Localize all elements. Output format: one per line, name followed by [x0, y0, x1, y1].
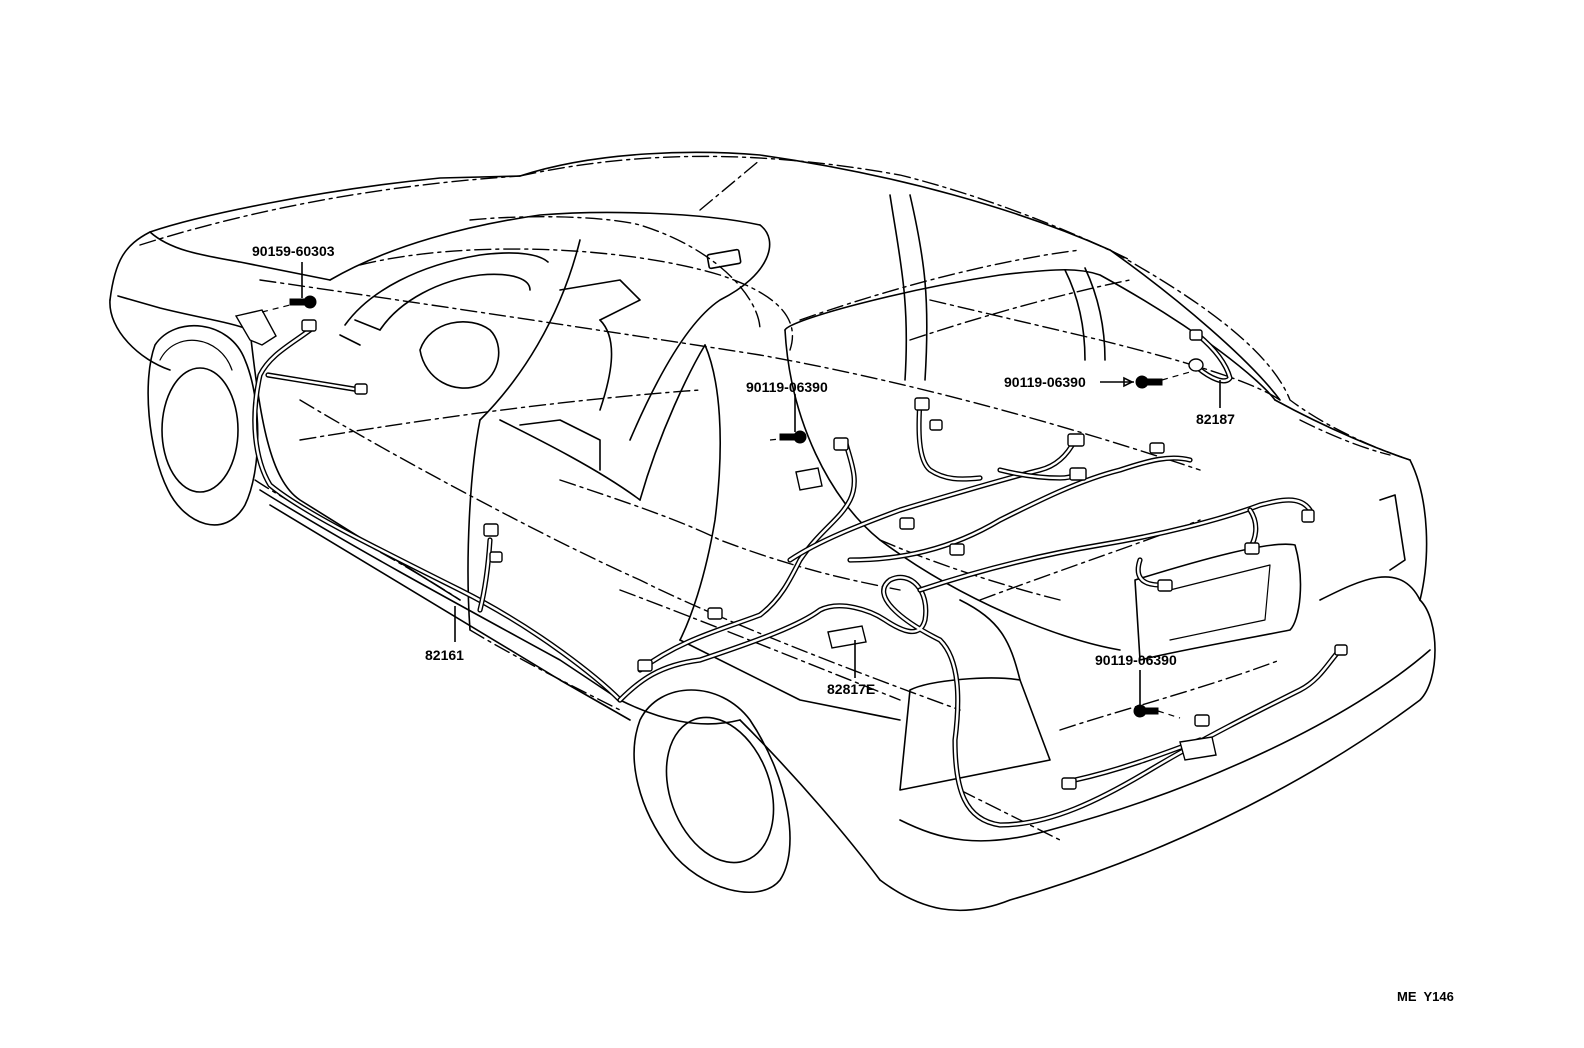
part-label-82161: 82161 — [425, 647, 464, 663]
ground-bolts — [261, 295, 1191, 719]
bolt-icon — [289, 295, 317, 309]
bolt-icon — [779, 430, 807, 444]
wire-harness-floor-rear — [617, 397, 1343, 828]
part-label-90119-06390-rear: 90119-06390 — [1095, 652, 1177, 668]
part-label-90119-06390-right: 90119-06390 — [1004, 374, 1086, 390]
part-label-90159-60303: 90159-60303 — [252, 243, 335, 259]
part-labels: 90159-60303 90119-06390 90119-06390 9011… — [252, 243, 1454, 1004]
bolt-icon — [1133, 704, 1159, 718]
part-label-82187: 82187 — [1196, 411, 1235, 427]
leader-lines — [301, 262, 1221, 705]
car-body — [109, 151, 1436, 912]
wire-harness-82187 — [1188, 332, 1233, 384]
part-label-90119-06390-center: 90119-06390 — [746, 379, 828, 395]
figure-code: ME Y146 — [1397, 989, 1454, 1004]
bolt-icon — [1135, 375, 1163, 389]
part-label-82817E: 82817E — [827, 681, 875, 697]
connectors — [234, 309, 1348, 790]
wire-harness-82161 — [252, 327, 623, 703]
